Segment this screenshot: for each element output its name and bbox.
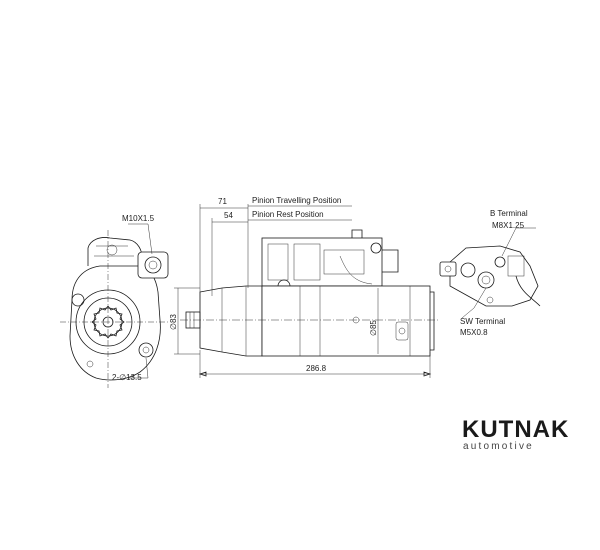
pinion-rest-label: Pinion Rest Position bbox=[252, 210, 324, 219]
pinion-travel-label: Pinion Travelling Position bbox=[252, 196, 341, 205]
overall-length-dim: 286.8 bbox=[306, 364, 327, 373]
side-view bbox=[180, 229, 440, 357]
mount-thread-label: M10X1.5 bbox=[122, 214, 155, 223]
b-terminal-label: B Terminal bbox=[490, 209, 528, 218]
dimension-lines bbox=[174, 204, 432, 378]
front-view bbox=[60, 223, 169, 388]
pinion-rest-dim: 54 bbox=[224, 211, 233, 220]
sw-terminal-thread: M5X0.8 bbox=[460, 328, 488, 337]
brand-logo: KUTNAK bbox=[462, 416, 570, 443]
body-dia-dim: ∅85 bbox=[369, 320, 378, 336]
brand-subtitle: automotive bbox=[463, 441, 534, 452]
pinion-travel-dim: 71 bbox=[218, 197, 227, 206]
b-terminal-thread: M8X1.25 bbox=[492, 221, 525, 230]
rear-view bbox=[439, 227, 541, 319]
mount-holes-label: 2-∅13.5 bbox=[112, 373, 142, 382]
sw-terminal-label: SW Terminal bbox=[460, 317, 505, 326]
flange-dia-dim: ∅83 bbox=[169, 314, 178, 330]
